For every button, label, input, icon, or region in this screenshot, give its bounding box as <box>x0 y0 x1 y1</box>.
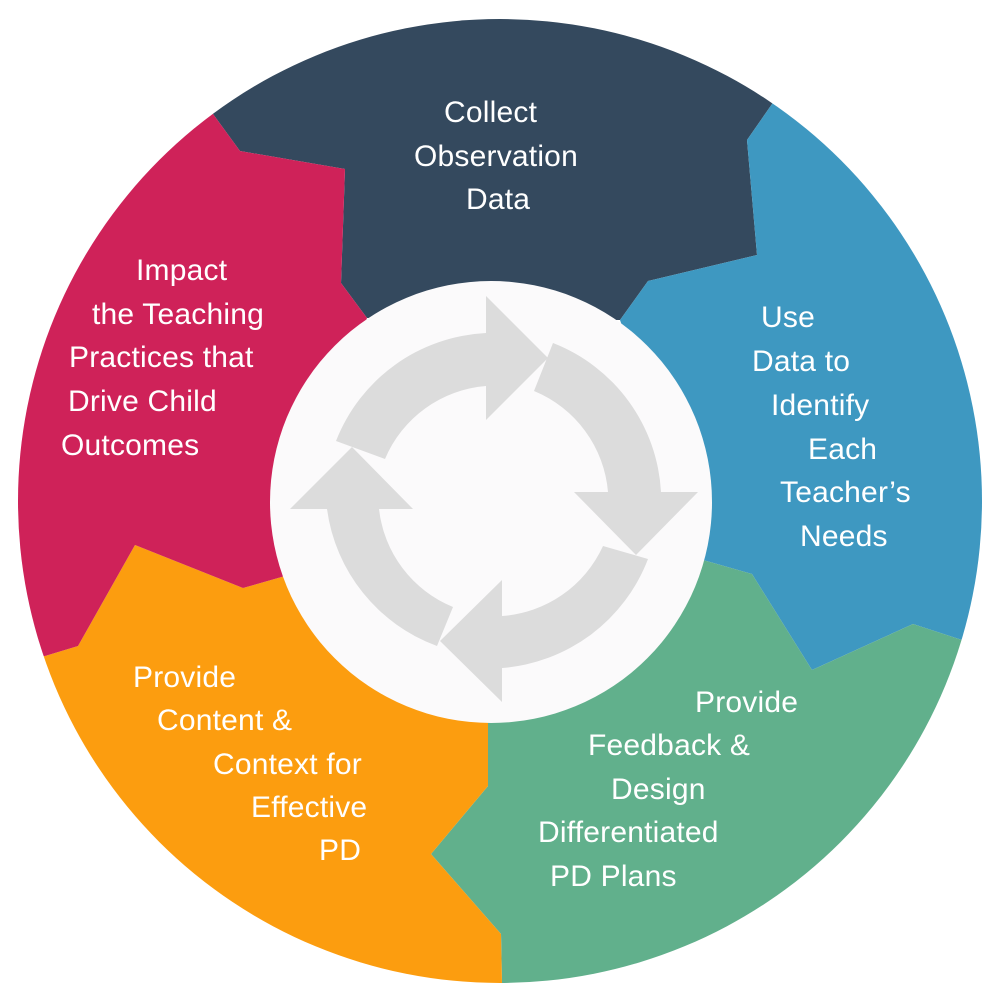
step-label-impact: the Teaching <box>92 298 264 331</box>
step-label-impact: Outcomes <box>61 429 200 462</box>
step-label-collect: Observation <box>414 140 578 173</box>
step-label-content: Context for <box>213 748 362 781</box>
step-label-feedback: PD Plans <box>550 860 677 893</box>
cycle-arrows-icon <box>290 296 698 702</box>
step-label-feedback: Provide <box>695 686 799 719</box>
step-label-content: Provide <box>133 661 237 694</box>
step-label-collect: Data <box>466 183 531 216</box>
step-label-use-data: Teacher’s <box>780 476 911 509</box>
step-label-content: PD <box>319 834 362 867</box>
step-label-use-data: Each <box>808 433 878 466</box>
step-label-use-data: Data to <box>752 345 851 378</box>
step-label-impact: Drive Child <box>68 385 217 418</box>
step-label-use-data: Needs <box>800 520 888 553</box>
step-label-use-data: Use <box>761 301 815 334</box>
step-label-feedback: Design <box>611 773 706 806</box>
step-label-feedback: Differentiated <box>538 816 719 849</box>
step-label-use-data: Identify <box>771 389 870 422</box>
step-label-content: Effective <box>251 791 368 824</box>
step-label-impact: Practices that <box>69 341 254 374</box>
segment-collect-observation-data <box>213 19 772 320</box>
step-label-impact: Impact <box>136 254 228 287</box>
step-label-feedback: Feedback & <box>588 729 751 762</box>
step-label-content: Content & <box>157 704 293 737</box>
step-label-collect: Collect <box>444 96 538 129</box>
